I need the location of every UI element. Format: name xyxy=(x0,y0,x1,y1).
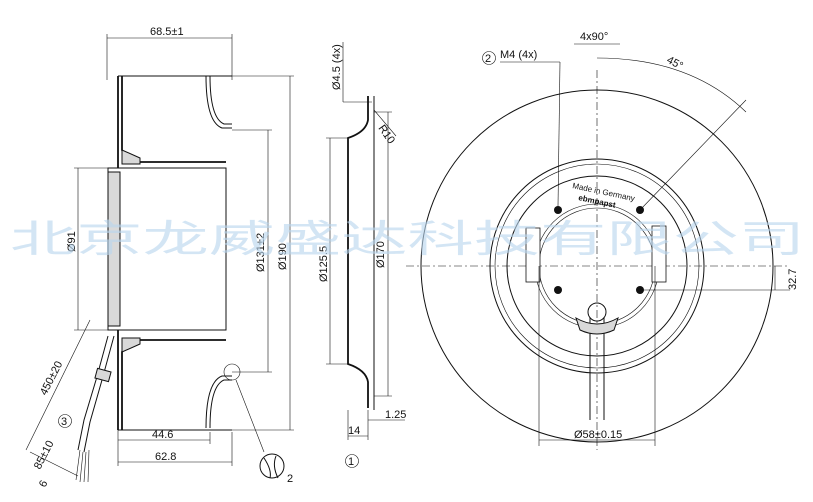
callout-2-circle xyxy=(482,51,496,65)
mount-hole xyxy=(554,286,562,294)
dim-cable-6: 6 xyxy=(37,478,50,489)
dim-d190: Ø190 xyxy=(277,243,289,270)
dim-angle-45: 45° xyxy=(665,54,685,72)
watermark-text: 北京龙威盛达科技有限公司 xyxy=(10,217,805,261)
callout-1: 1 xyxy=(348,456,354,468)
callout-3: 3 xyxy=(61,416,67,428)
label-plate-right xyxy=(651,225,667,283)
front-view: Made in Germany ebmpapst 2 M4 (4x) 4x90°… xyxy=(406,31,799,450)
dim-d58: Ø58±0.15 xyxy=(574,429,622,441)
dim-d125: Ø125.5 xyxy=(318,246,330,282)
dim-overall-depth: 68.5±1 xyxy=(150,26,184,38)
dim-thickness: 1.25 xyxy=(385,409,406,421)
detail-view xyxy=(259,453,285,479)
dim-depth-b: 62.8 xyxy=(155,451,176,463)
mount-hole xyxy=(554,206,562,214)
dim-angle-90: 4x90° xyxy=(580,31,608,43)
dim-d91: Ø91 xyxy=(66,231,78,252)
callout-1-circle xyxy=(345,454,359,468)
dim-32-7: 32.7 xyxy=(787,269,799,290)
dim-r10: R10 xyxy=(376,123,397,146)
dim-d170: Ø170 xyxy=(375,241,387,268)
dim-hole: Ø4.5 (4x) xyxy=(331,44,343,90)
dim-width-14: 14 xyxy=(348,425,360,437)
side-section-view: 68.5±1 Ø91 Ø131±2 Ø190 xyxy=(25,26,294,489)
dim-depth-a: 44.6 xyxy=(152,429,173,441)
callout-2: 2 xyxy=(485,53,491,65)
dim-m4: M4 (4x) xyxy=(500,49,537,61)
callout-3-circle xyxy=(58,414,72,428)
dim-d131: Ø131±2 xyxy=(255,233,267,272)
label-plate-left xyxy=(525,227,541,283)
detail-circle xyxy=(223,363,241,381)
dim-detail-2: 2 xyxy=(287,473,293,485)
